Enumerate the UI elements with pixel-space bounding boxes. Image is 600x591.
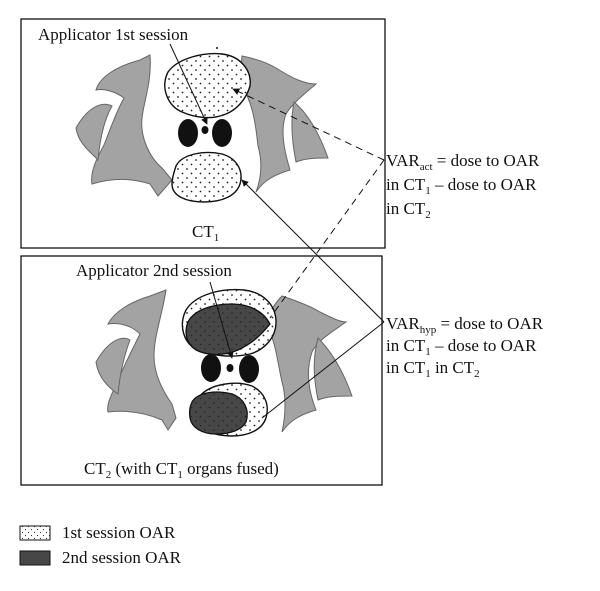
dot-marker	[216, 47, 218, 49]
right-pelvic-bone	[241, 55, 318, 193]
applicator-1st-arrow	[169, 43, 208, 125]
var-hyp-line1: VARhyp = dose to OAR	[386, 314, 544, 336]
left-ovoid	[178, 119, 198, 147]
ct2-caption: CT2 (with CT1 organs fused)	[84, 459, 279, 481]
right-ovoid	[212, 119, 232, 147]
act-dashed-to-bladder-1	[232, 88, 385, 161]
annotation-var-hyp: VARhyp = dose to OAR in CT1 – dose to OA…	[386, 314, 544, 380]
ct1-caption: CT1	[192, 222, 219, 244]
act-dashed-to-bladder-2	[269, 159, 385, 319]
panel-ct1-frame	[20, 18, 386, 249]
left-femoral-head	[75, 103, 113, 162]
applicator-2nd-label: Applicator 2nd session	[76, 261, 232, 280]
panel-ct1: Applicator 1st session CT1	[20, 18, 386, 249]
left-pelvic-bone-2	[107, 289, 177, 431]
var-hyp-line3: in CT1 in CT2	[386, 358, 480, 380]
right-femoral-head-2	[313, 337, 353, 401]
bladder-oar-2nd	[185, 303, 271, 356]
bladder-oar-1st	[164, 52, 251, 119]
var-act-line3: in CT2	[386, 199, 431, 221]
panel-ct2: Applicator 2nd session CT2 (with CT1 org…	[20, 255, 383, 486]
annotation-var-act: VARact = dose to OAR in CT1 – dose to OA…	[386, 151, 540, 221]
connectors	[232, 88, 385, 419]
left-femoral-head-2	[95, 337, 131, 395]
var-hyp-line2: in CT1 – dose to OAR	[386, 336, 537, 358]
applicator-2nd-arrow	[209, 281, 234, 359]
tandem-2	[226, 364, 234, 372]
tandem	[201, 126, 209, 134]
rectum-oar-2nd	[188, 391, 248, 435]
var-act-line1: VARact = dose to OAR	[386, 151, 540, 173]
hyp-line-to-rectum-2	[261, 321, 385, 419]
rectum-oar-1st	[171, 151, 242, 203]
applicator-1st-label: Applicator 1st session	[38, 25, 189, 44]
hyp-line-to-rectum-1	[241, 179, 385, 323]
var-act-line2: in CT1 – dose to OAR	[386, 175, 537, 197]
legend: 1st session OAR 2nd session OAR	[19, 523, 182, 567]
legend-label-1st: 1st session OAR	[62, 523, 176, 542]
legend-swatch-1st	[19, 525, 51, 541]
right-femoral-head	[291, 101, 329, 163]
left-pelvic-bone	[91, 54, 173, 197]
legend-swatch-2nd	[19, 550, 51, 566]
left-ovoid-2	[201, 354, 221, 382]
legend-label-2nd: 2nd session OAR	[62, 548, 182, 567]
right-ovoid-2	[239, 355, 259, 383]
